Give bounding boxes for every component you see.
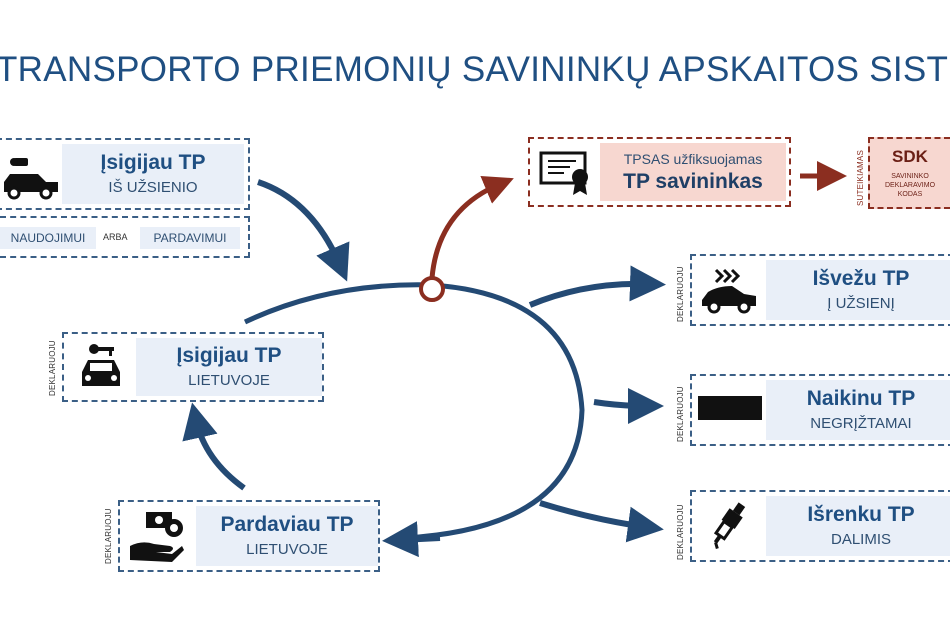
- arrow-to-export: [528, 265, 666, 308]
- sell-local-sub: LIETUVOJE: [246, 541, 328, 558]
- spark-plug-icon: [713, 502, 746, 549]
- export-side-label: DEKLARUOJU: [676, 266, 685, 322]
- tpsas-line2: TP savininkas: [623, 170, 763, 193]
- certificate-icon: [539, 151, 588, 195]
- destroy-side-label: DEKLARUOJU: [676, 386, 685, 442]
- buy-local-side-label: DEKLARUOJU: [48, 340, 57, 396]
- parts-heading: Išrenku TP: [807, 503, 915, 526]
- export-sub: Į UŽSIENĮ: [827, 295, 895, 312]
- arrow-to-parts: [539, 500, 664, 543]
- arrow-to-destroy: [593, 387, 664, 424]
- car-exit-icon: [702, 268, 756, 314]
- tpsas-box: TPSAS užfiksuojamas TP savininkas: [528, 137, 791, 207]
- arrow-into-loop: [257, 179, 350, 282]
- export-heading: Išvežu TP: [812, 267, 910, 290]
- option-use: NAUDOJIMUI: [0, 227, 96, 249]
- cycle-loop: [243, 282, 585, 541]
- sell-local-heading: Pardaviau TP: [220, 513, 354, 536]
- crushed-car-icon: [698, 396, 762, 420]
- export-box: Išvežu TP Į UŽSIENĮ: [690, 254, 950, 326]
- destroy-heading: Naikinu TP: [806, 387, 916, 410]
- arrow-to-tpsas: [429, 175, 514, 279]
- destroy-sub: NEGRĮŽTAMAI: [810, 415, 912, 432]
- option-or: ARBA: [103, 232, 128, 242]
- buy-local-box: Įsigijau TP LIETUVOJE: [62, 332, 324, 402]
- sell-local-side-label: DEKLARUOJU: [104, 508, 113, 564]
- sell-local-box: Pardaviau TP LIETUVOJE: [118, 500, 380, 572]
- parts-sub: DALIMIS: [830, 531, 891, 548]
- import-sub: IŠ UŽSIENIO: [108, 179, 198, 196]
- import-box: Įsigijau TP IŠ UŽSIENIO: [0, 138, 250, 210]
- tow-truck-icon: [4, 158, 58, 200]
- tpsas-line1: TPSAS užfiksuojamas: [623, 151, 763, 167]
- sdk-side-label: SUTEIKIAMAS: [856, 150, 865, 206]
- destroy-box: Naikinu TP NEGRĮŽTAMAI: [690, 374, 950, 446]
- parts-box: Išrenku TP DALIMIS: [690, 490, 950, 562]
- parts-side-label: DEKLARUOJU: [676, 504, 685, 560]
- arrow-sell-to-buy: [182, 402, 246, 491]
- loop-node: [419, 276, 445, 302]
- sdk-line3: KODAS: [897, 191, 923, 198]
- buy-local-sub: LIETUVOJE: [188, 372, 270, 389]
- import-options: NAUDOJIMUI ARBA PARDAVIMUI: [0, 216, 250, 258]
- sdk-line1: SAVININKO: [891, 173, 929, 180]
- car-key-icon: [82, 344, 120, 386]
- sdk-box: SDK SAVININKO DEKLARAVIMO KODAS: [868, 137, 950, 209]
- import-heading: Įsigijau TP: [100, 151, 206, 174]
- money-hand-icon: [130, 512, 184, 562]
- buy-local-heading: Įsigijau TP: [176, 344, 282, 367]
- sdk-line2: DEKLARAVIMO: [884, 182, 936, 189]
- arrow-to-sell: [382, 521, 441, 558]
- option-sell: PARDAVIMUI: [140, 227, 240, 249]
- sdk-heading: SDK: [892, 147, 928, 166]
- page-title: TRANSPORTO PRIEMONIŲ SAVININKŲ APSKAITOS…: [0, 50, 950, 89]
